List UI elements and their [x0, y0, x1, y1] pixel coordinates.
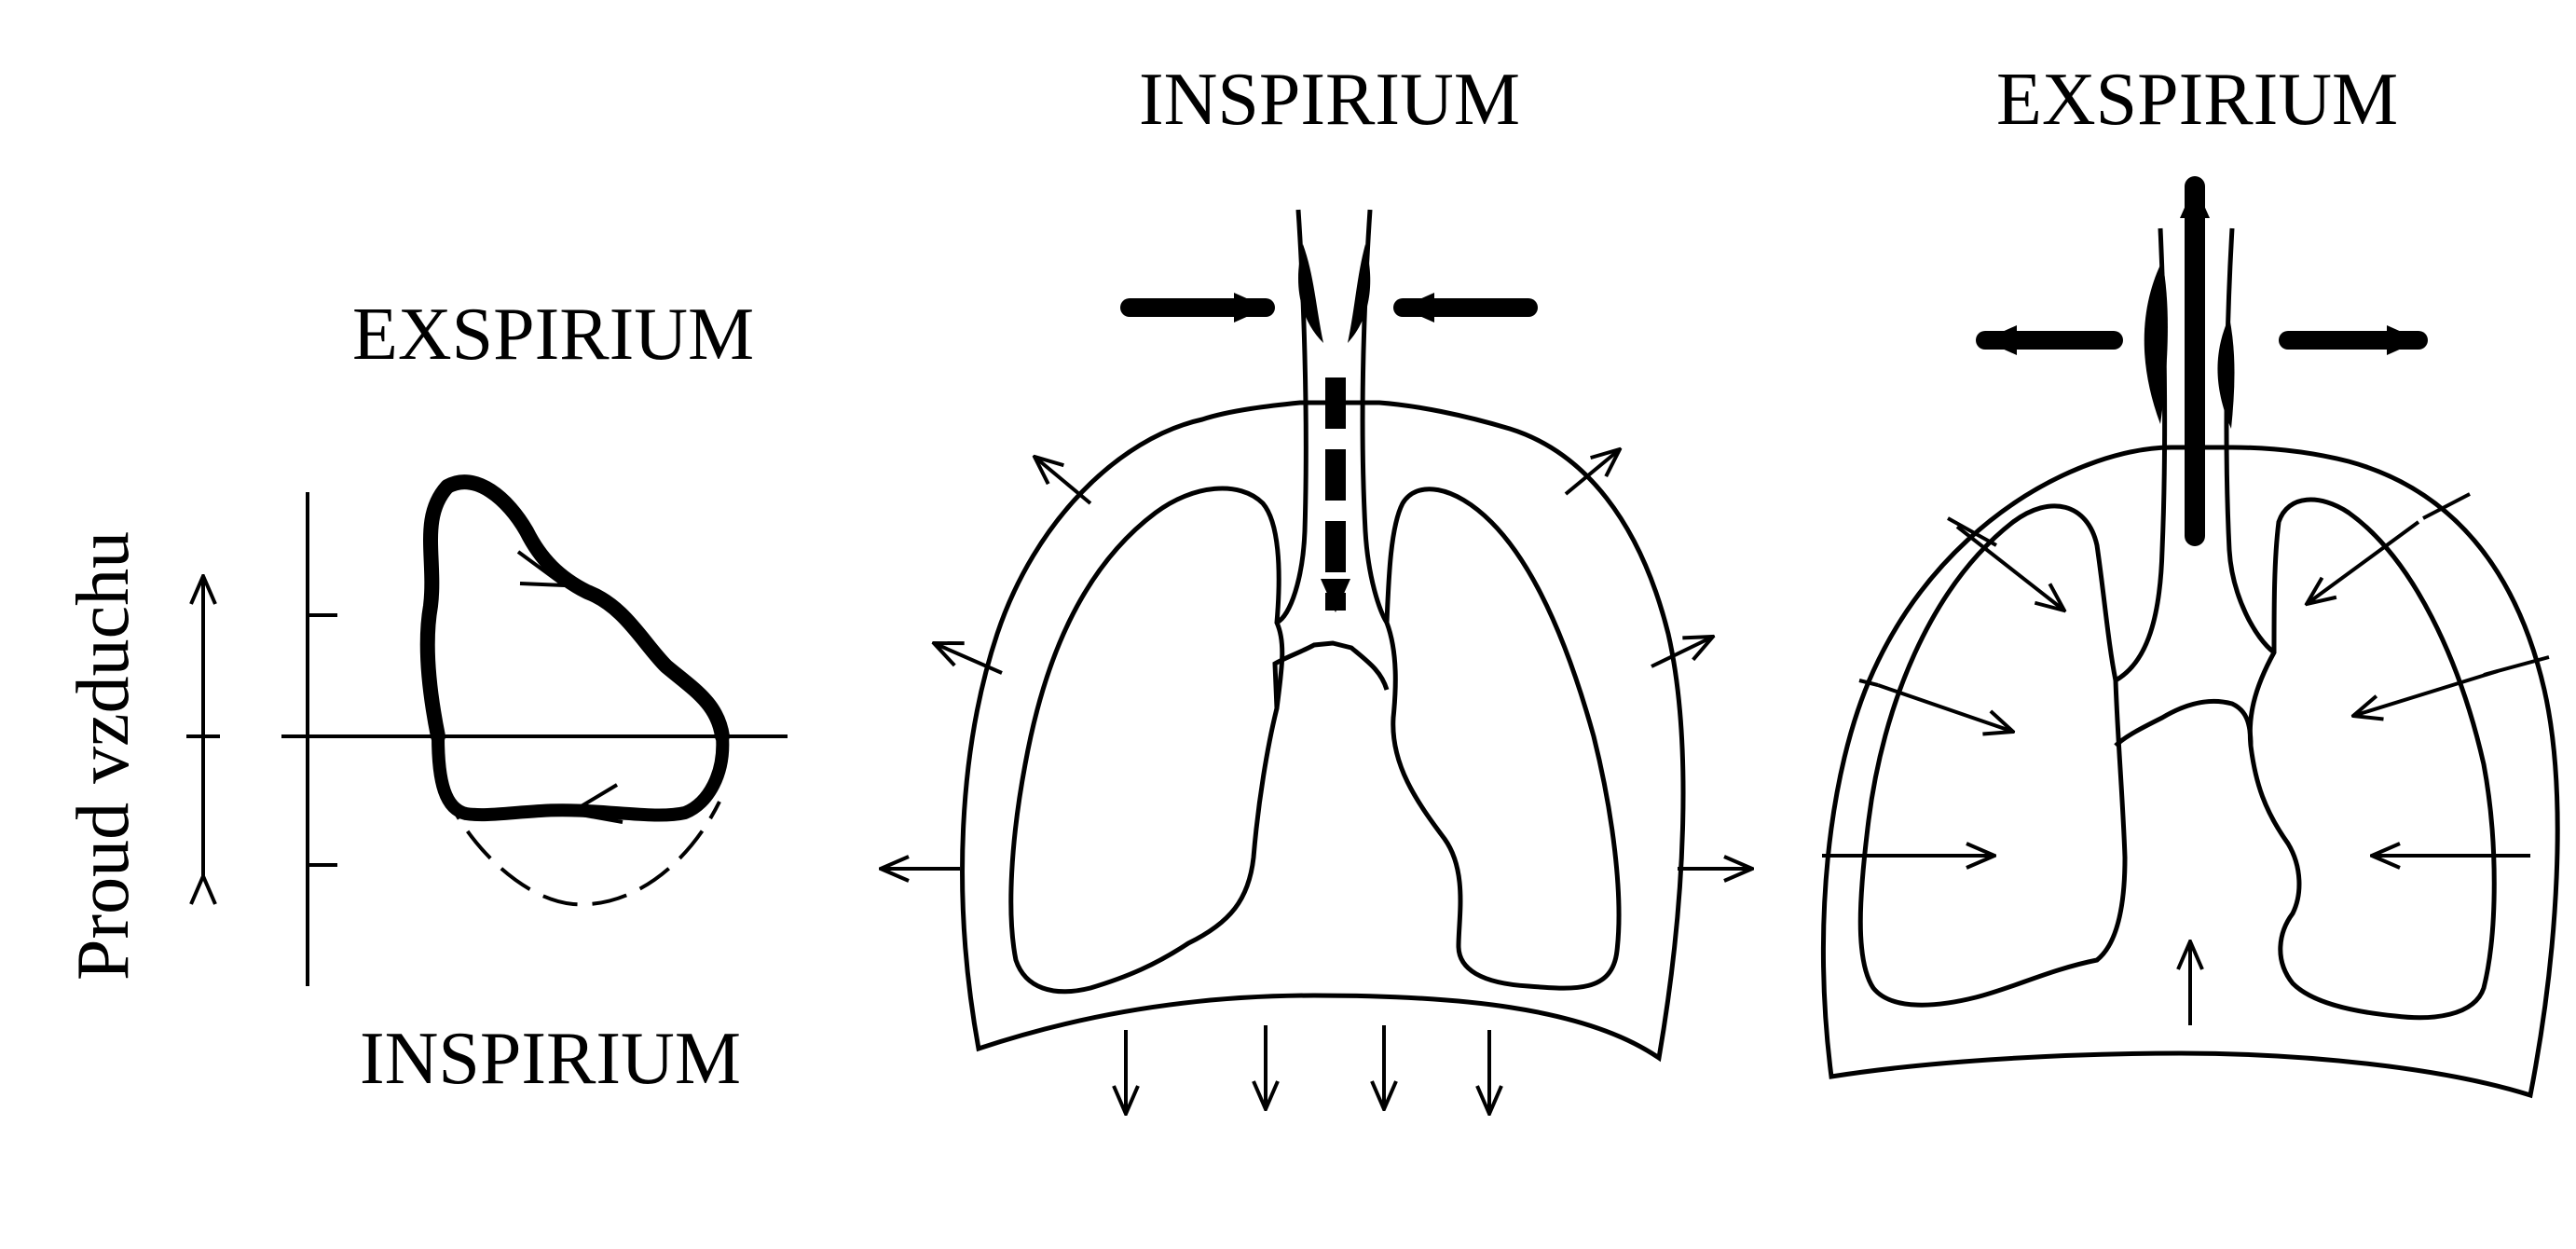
- expiration-panel: EXSPIRIUM: [1820, 59, 2560, 1099]
- rib-line-right-mid: [2483, 655, 2550, 677]
- mediastinum: [1272, 640, 1390, 709]
- loop-label-inspirium: INSPIRIUM: [360, 1018, 741, 1100]
- expansion-arrow-mid-left: [934, 643, 1003, 675]
- glottis-right-narrowing: [1348, 244, 1371, 343]
- rib-line-left-upper: [1947, 516, 1997, 547]
- inspiration-panel: INSPIRIUM: [881, 59, 1752, 1114]
- glottis-left-narrowing: [1298, 244, 1323, 343]
- airway-left-bulge: [2144, 261, 2168, 424]
- right-lung: [1384, 487, 1622, 991]
- axis-label-airflow: Proud vzduchu: [62, 531, 144, 981]
- expansion-arrow-upper-left: [1035, 457, 1092, 505]
- left-lung: [1857, 503, 2128, 1008]
- recoil-arrow-upper-right: [2307, 520, 2420, 604]
- loop-label-exspirium: EXSPIRIUM: [352, 294, 754, 376]
- airway-right-bulge: [2217, 317, 2235, 429]
- flow-loop-panel: EXSPIRIUM INSPIRIUM Proud vzduchu: [62, 294, 788, 1100]
- thorax-outline: [960, 400, 1686, 1063]
- dashed-inspiratory-curve: [441, 787, 721, 907]
- loop-direction-arrow-upper: [516, 550, 570, 588]
- left-lung: [1008, 486, 1285, 995]
- rib-line-left-mid: [1858, 679, 1879, 687]
- expansion-arrow-mid-right: [1651, 637, 1713, 668]
- expiration-title: EXSPIRIUM: [1996, 59, 2398, 141]
- thorax-outline: [1820, 445, 2560, 1099]
- mediastinum: [2114, 698, 2254, 748]
- trachea-right-wall: [2224, 227, 2276, 654]
- right-lung: [2247, 497, 2497, 1021]
- inspiratory-flow-curve: [432, 730, 730, 822]
- recoil-arrow-upper-left: [1955, 525, 2064, 611]
- recoil-arrow-mid-right: [2353, 669, 2499, 716]
- recoil-arrow-mid-left: [1877, 683, 2013, 732]
- expansion-arrow-upper-right: [1564, 449, 1620, 496]
- expiratory-flow-curve: [419, 474, 730, 744]
- rib-line-right-upper: [2422, 492, 2471, 520]
- loop-direction-arrow-lower: [565, 783, 623, 824]
- inspiration-title: INSPIRIUM: [1139, 59, 1520, 141]
